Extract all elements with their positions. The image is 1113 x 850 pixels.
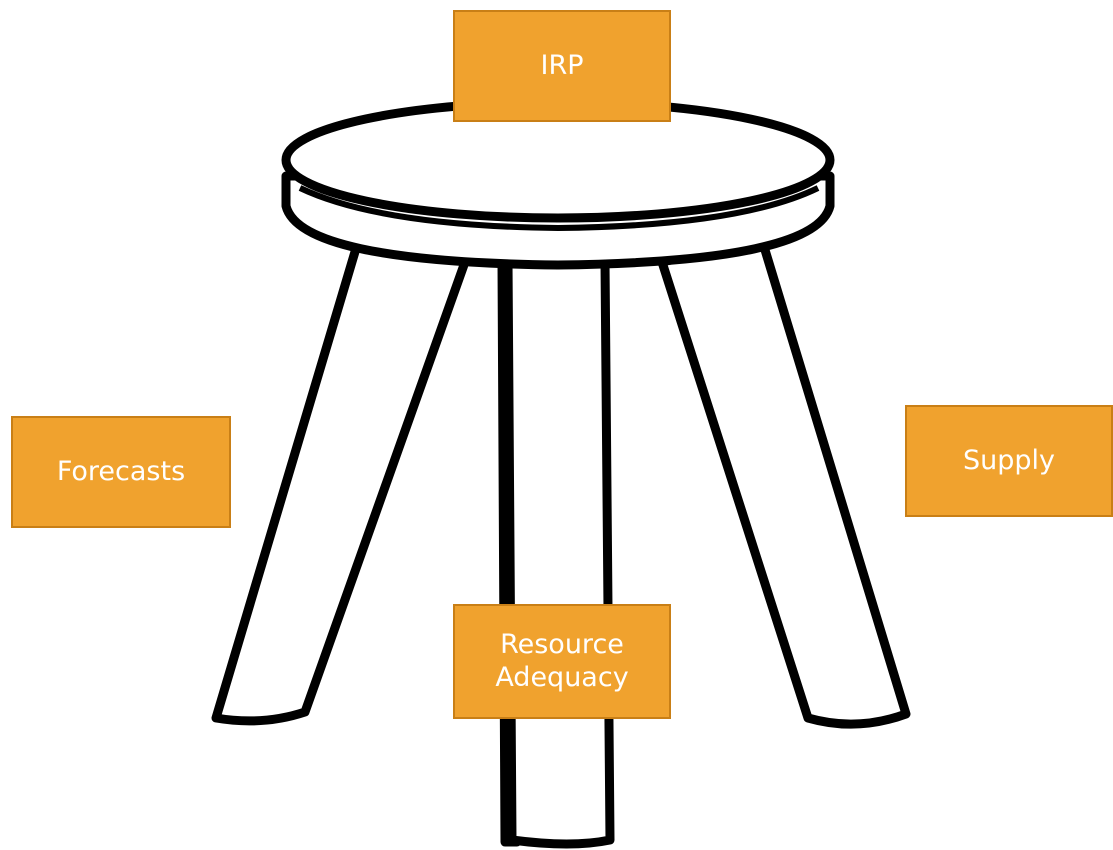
resource-adequacy-label: Resource Adequacy <box>495 629 629 693</box>
irp-label: IRP <box>540 49 584 81</box>
forecasts-label: Forecasts <box>56 455 186 487</box>
resource-adequacy-label-box: Resource Adequacy <box>453 604 671 719</box>
irp-label-box: IRP <box>453 10 671 122</box>
supply-label-box: Supply <box>905 405 1113 517</box>
stool-leg-left <box>211 230 470 726</box>
stool-leg-center <box>503 257 615 849</box>
supply-label: Supply <box>962 444 1055 476</box>
stool-leg-right <box>657 235 911 729</box>
forecasts-label-box: Forecasts <box>11 416 231 528</box>
stool-seat-rim <box>298 185 820 232</box>
